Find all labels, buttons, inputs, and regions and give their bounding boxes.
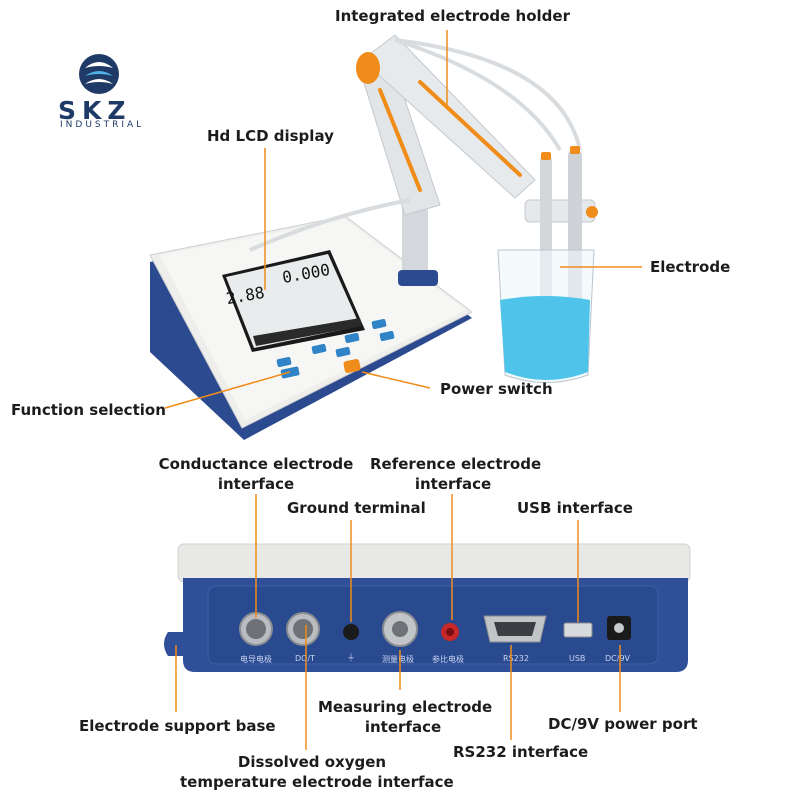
usb-port <box>563 622 593 638</box>
callout-usb-interface: USB interface <box>517 499 633 517</box>
port-label-usb: USB <box>569 654 586 663</box>
holder-arm-upper <box>361 34 536 199</box>
callout-power-switch: Power switch <box>440 380 553 398</box>
callout-conductance-line1: Conductance electrode <box>158 455 354 473</box>
port-label-reference: 参比电极 <box>432 655 464 664</box>
holder-post <box>402 200 428 280</box>
callout-conductance: Conductance electrode interface <box>158 454 354 494</box>
callout-electrode-holder: Integrated electrode holder <box>335 7 570 25</box>
callout-rs232: RS232 interface <box>453 743 589 761</box>
callout-reference-line1: Reference electrode <box>370 455 542 473</box>
callout-measuring: Measuring electrode interface <box>318 697 493 737</box>
brand-subtitle: INDUSTRIAL <box>60 120 145 130</box>
beaker-liquid <box>500 296 590 380</box>
benchtop-meter-illustration <box>149 30 642 440</box>
callout-support-base: Electrode support base <box>79 717 276 735</box>
port-label-rs232: RS232 <box>503 654 529 663</box>
power-button <box>343 359 361 373</box>
skz-logo-icon <box>79 54 119 94</box>
callout-function-selection: Function selection <box>11 401 166 419</box>
callout-reference: Reference electrode interface <box>370 454 542 494</box>
callout-measuring-line1: Measuring electrode <box>318 698 493 716</box>
callout-reference-line2: interface <box>414 475 492 493</box>
brand-name: SKZ <box>58 96 132 125</box>
port-label-do-t: DO/T <box>295 654 316 663</box>
callout-electrode: Electrode <box>650 258 731 276</box>
callout-measuring-line2: interface <box>364 718 442 736</box>
callout-do-line1: Dissolved oxygen <box>237 753 387 771</box>
ground-port <box>343 624 359 640</box>
port-label-dc: DC/9V <box>605 654 631 663</box>
rear-panel-illustration <box>164 543 691 672</box>
callout-ground-terminal: Ground terminal <box>287 499 426 517</box>
callout-lcd-display: Hd LCD display <box>207 127 334 145</box>
callout-do: Dissolved oxygen temperature electrode i… <box>180 752 454 792</box>
callout-dc-port: DC/9V power port <box>548 715 698 733</box>
port-label-conductance: 电导电极 <box>240 655 272 664</box>
port-label-measuring: 测量电极 <box>382 655 414 664</box>
port-label-ground: ⏚ <box>347 653 355 662</box>
callout-conductance-line2: interface <box>217 475 295 493</box>
callout-do-line2: temperature electrode interface <box>180 773 454 791</box>
